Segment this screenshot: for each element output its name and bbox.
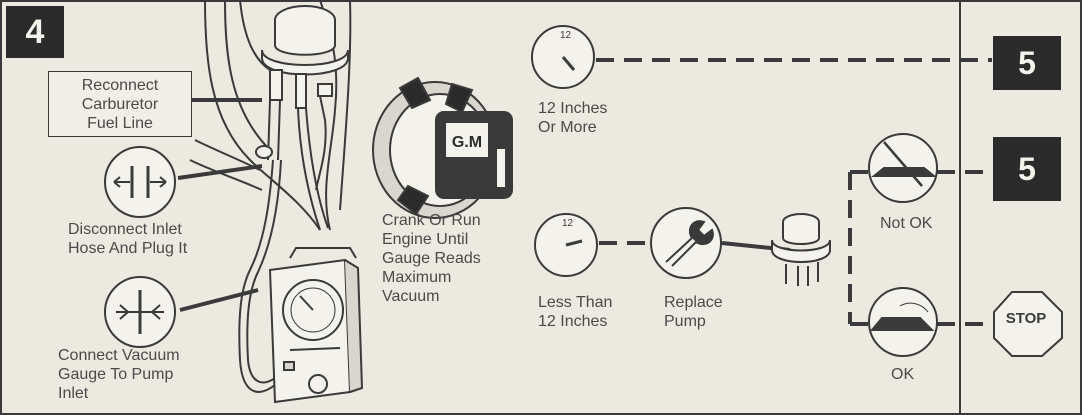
replace-pump-label: Replace Pump — [664, 294, 723, 330]
svg-text:12: 12 — [560, 30, 572, 41]
crank-engine-label: Crank Or Run Engine Until Gauge Reads Ma… — [382, 212, 481, 305]
hose-plug — [255, 145, 273, 159]
vacuum-gauge-box — [268, 247, 364, 404]
stop-label: STOP — [1005, 310, 1047, 327]
twelve-inches-more-label: 12 Inches Or More — [538, 100, 608, 136]
car-not-ok-icon — [868, 133, 938, 203]
gauge-low-icon: 12 — [534, 213, 598, 277]
ok-label: OK — [891, 366, 915, 383]
less-than-twelve-label: Less Than 12 Inches — [538, 294, 613, 330]
hoses — [238, 95, 329, 393]
gm-gauge-illustration: G.M — [372, 76, 513, 219]
next-step-badge-high: 5 — [993, 36, 1061, 90]
fuel-pump-top — [261, 5, 349, 109]
connect-vacuum-label: Connect Vacuum Gauge To Pump Inlet — [58, 347, 180, 402]
flow-connectors — [596, 58, 994, 326]
gauge-high-icon: 12 — [531, 25, 595, 89]
reconnect-fuel-line-label: Reconnect Carburetor Fuel Line — [48, 71, 192, 137]
not-ok-label: Not OK — [880, 215, 933, 232]
connect-icon — [104, 276, 176, 348]
stop-sign-icon — [993, 291, 1063, 357]
disconnect-inlet-label: Disconnect Inlet Hose And Plug It — [68, 221, 188, 257]
step-number-badge: 4 — [6, 6, 64, 58]
car-ok-icon — [868, 287, 938, 357]
disconnect-icon — [104, 146, 176, 218]
wrench-icon — [650, 207, 722, 279]
svg-text:12: 12 — [562, 218, 574, 229]
replacement-pump — [771, 213, 831, 286]
gm-logo-text: G.M — [452, 134, 482, 151]
next-step-badge-not-ok: 5 — [993, 137, 1061, 201]
